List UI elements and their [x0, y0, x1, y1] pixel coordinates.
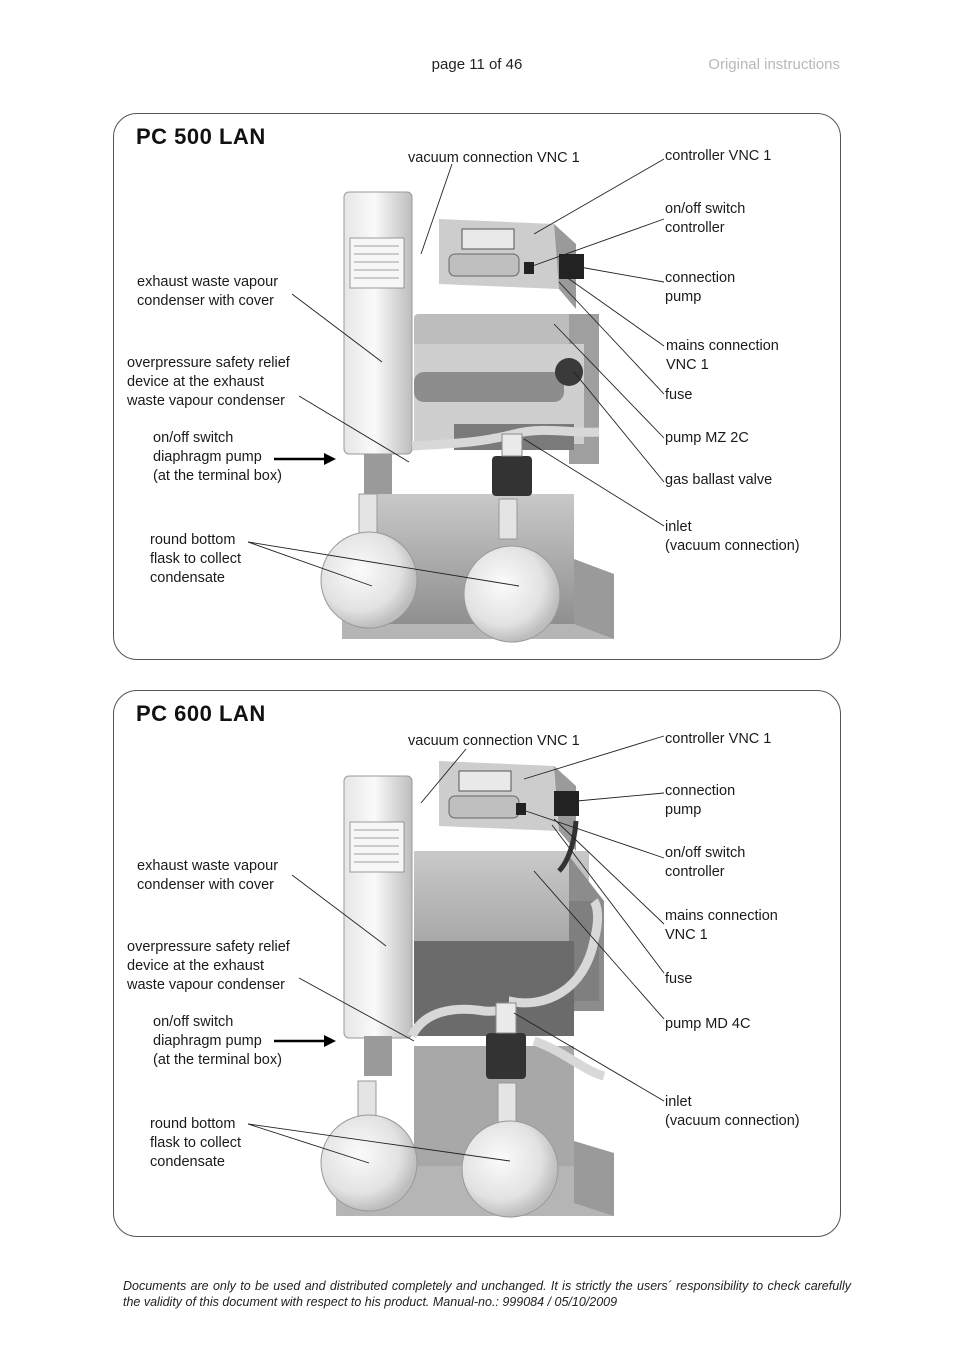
label-exhaust-condenser: exhaust waste vapour condenser with cove… — [137, 858, 279, 893]
condenser-cylinder — [343, 775, 413, 1039]
pump-illustration-pc500 — [247, 158, 665, 643]
gas-ballast-knob — [555, 358, 583, 386]
label-onoff-pump: on/off switch diaphragm pump (at the ter… — [153, 1014, 282, 1068]
figure-panel-pc500: PC 500 LAN — [113, 113, 841, 660]
label-connection-pump: connection pump — [665, 783, 736, 818]
label-fuse: fuse — [665, 971, 693, 987]
label-inlet: inlet (vacuum connection) — [665, 1094, 800, 1129]
label-overpressure-relief: overpressure safety relief device at the… — [127, 939, 290, 993]
label-onoff-controller: on/off switch controller — [665, 845, 746, 880]
inlet-fitting — [486, 1033, 526, 1079]
label-exhaust-condenser: exhaust waste vapour condenser with cove… — [137, 274, 279, 309]
label-vacuum-connection: vacuum connection VNC 1 — [408, 150, 580, 166]
label-vacuum-connection: vacuum connection VNC 1 — [408, 733, 580, 749]
label-pump-model: pump MD 4C — [665, 1016, 751, 1032]
panel-title: PC 500 LAN — [136, 124, 266, 149]
label-connection-pump: connection pump — [665, 270, 736, 305]
flask-right — [463, 545, 561, 643]
pump-illustration-pc600 — [247, 735, 665, 1218]
label-fuse: fuse — [665, 387, 693, 403]
condenser-cylinder — [343, 191, 413, 455]
figure-panel-pc600: PC 600 LAN — [113, 690, 841, 1237]
label-overpressure-relief: overpressure safety relief device at the… — [127, 355, 290, 409]
flask-left — [320, 531, 418, 629]
label-flask: round bottom flask to collect condensate — [150, 532, 242, 586]
label-onoff-controller: on/off switch controller — [665, 201, 746, 236]
label-pump-model: pump MZ 2C — [665, 430, 749, 446]
label-gas-ballast: gas ballast valve — [665, 472, 773, 488]
label-controller: controller VNC 1 — [665, 731, 772, 747]
flask-right — [461, 1120, 559, 1218]
leader-lines — [247, 158, 665, 587]
label-flask: round bottom flask to collect condensate — [150, 1116, 242, 1170]
inlet-fitting — [492, 456, 532, 496]
footer-disclaimer: Documents are only to be used and distri… — [123, 1279, 851, 1309]
label-inlet: inlet (vacuum connection) — [665, 519, 800, 554]
label-controller: controller VNC 1 — [665, 148, 772, 164]
page-number: page 11 of 46 — [431, 56, 523, 73]
label-mains-connection: mains connection VNC 1 — [665, 908, 778, 943]
label-mains-connection: mains connection VNC 1 — [666, 338, 779, 373]
label-onoff-pump: on/off switch diaphragm pump (at the ter… — [153, 430, 282, 484]
document-type-label: Original instructions — [708, 56, 840, 73]
panel-title: PC 600 LAN — [136, 701, 266, 726]
leader-lines — [247, 735, 665, 1164]
